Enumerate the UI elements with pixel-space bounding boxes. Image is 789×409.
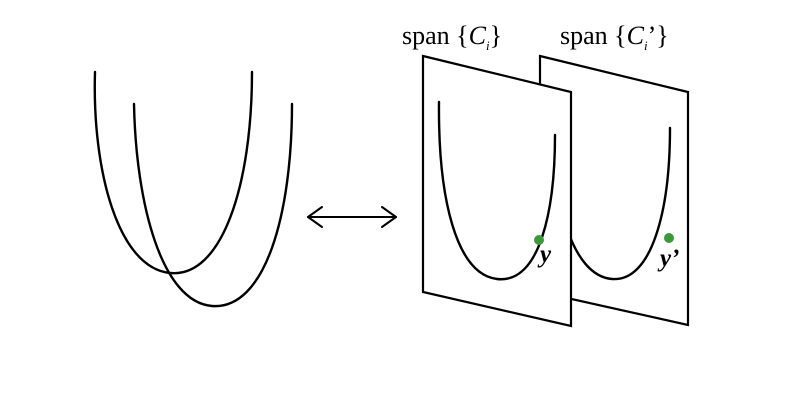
point-y-prime [664,233,674,243]
plane-left [421,54,573,328]
point-y-prime-label: y’ [657,245,679,272]
point-y-label: y [537,241,552,268]
span-label-left: span {Ci} [402,21,502,53]
span-label-right: span {Ci’} [560,21,669,53]
parabola-curve-2 [132,102,294,308]
plane-right [538,54,690,327]
left-curves [93,70,294,308]
point-y [534,235,544,245]
double-arrow [307,206,397,228]
parabola-curve-1 [93,70,254,275]
plane-left-curve [437,100,557,281]
